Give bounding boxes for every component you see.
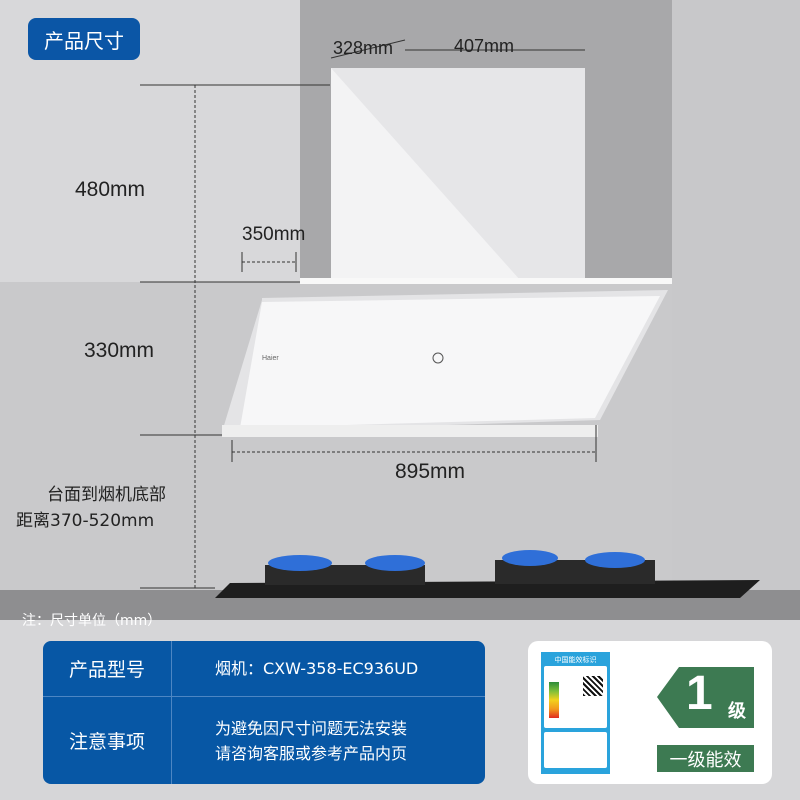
- table-row: 产品型号 烟机：CXW-358-EC936UD: [43, 641, 485, 697]
- panel-depth-dimension: 350mm: [242, 224, 306, 245]
- grade-suffix: 级: [728, 701, 746, 722]
- section-title-badge: 产品尺寸: [28, 18, 140, 60]
- table-row: 注意事项 为避免因尺寸问题无法安装 请咨询客服或参考产品内页: [43, 697, 485, 784]
- row-label: 产品型号: [43, 641, 172, 696]
- energy-label-title: 中国能效标识: [554, 656, 597, 664]
- grade-text: 一级能效: [657, 745, 754, 772]
- total-width-dimension: 895mm: [395, 460, 466, 483]
- grade-arrow-icon: [657, 667, 754, 728]
- notice-line2: 请咨询客服或参考产品内页: [215, 743, 408, 763]
- depth-dimension: 328mm: [333, 38, 394, 58]
- brand-logo: Haier: [262, 355, 279, 362]
- row-label: 注意事项: [43, 697, 172, 784]
- model-value: 烟机：CXW-358-EC936UD: [215, 659, 419, 678]
- distance-line2: 距离370-520mm: [16, 511, 155, 531]
- qr-code-icon: [583, 676, 603, 696]
- distance-line1: 台面到烟机底部: [47, 485, 166, 505]
- width-dimension: 407mm: [454, 36, 515, 56]
- box-height-dimension: 480mm: [75, 178, 146, 201]
- unit-note: 注：尺寸单位（mm）: [22, 613, 162, 629]
- grade-number: 1: [686, 667, 713, 720]
- notice-line1: 为避免因尺寸问题无法安装: [215, 718, 408, 738]
- energy-label-image: 中国能效标识: [541, 652, 610, 774]
- spec-table: 产品型号 烟机：CXW-358-EC936UD 注意事项 为避免因尺寸问题无法安…: [43, 641, 485, 784]
- panel-height-dimension: 330mm: [84, 339, 155, 362]
